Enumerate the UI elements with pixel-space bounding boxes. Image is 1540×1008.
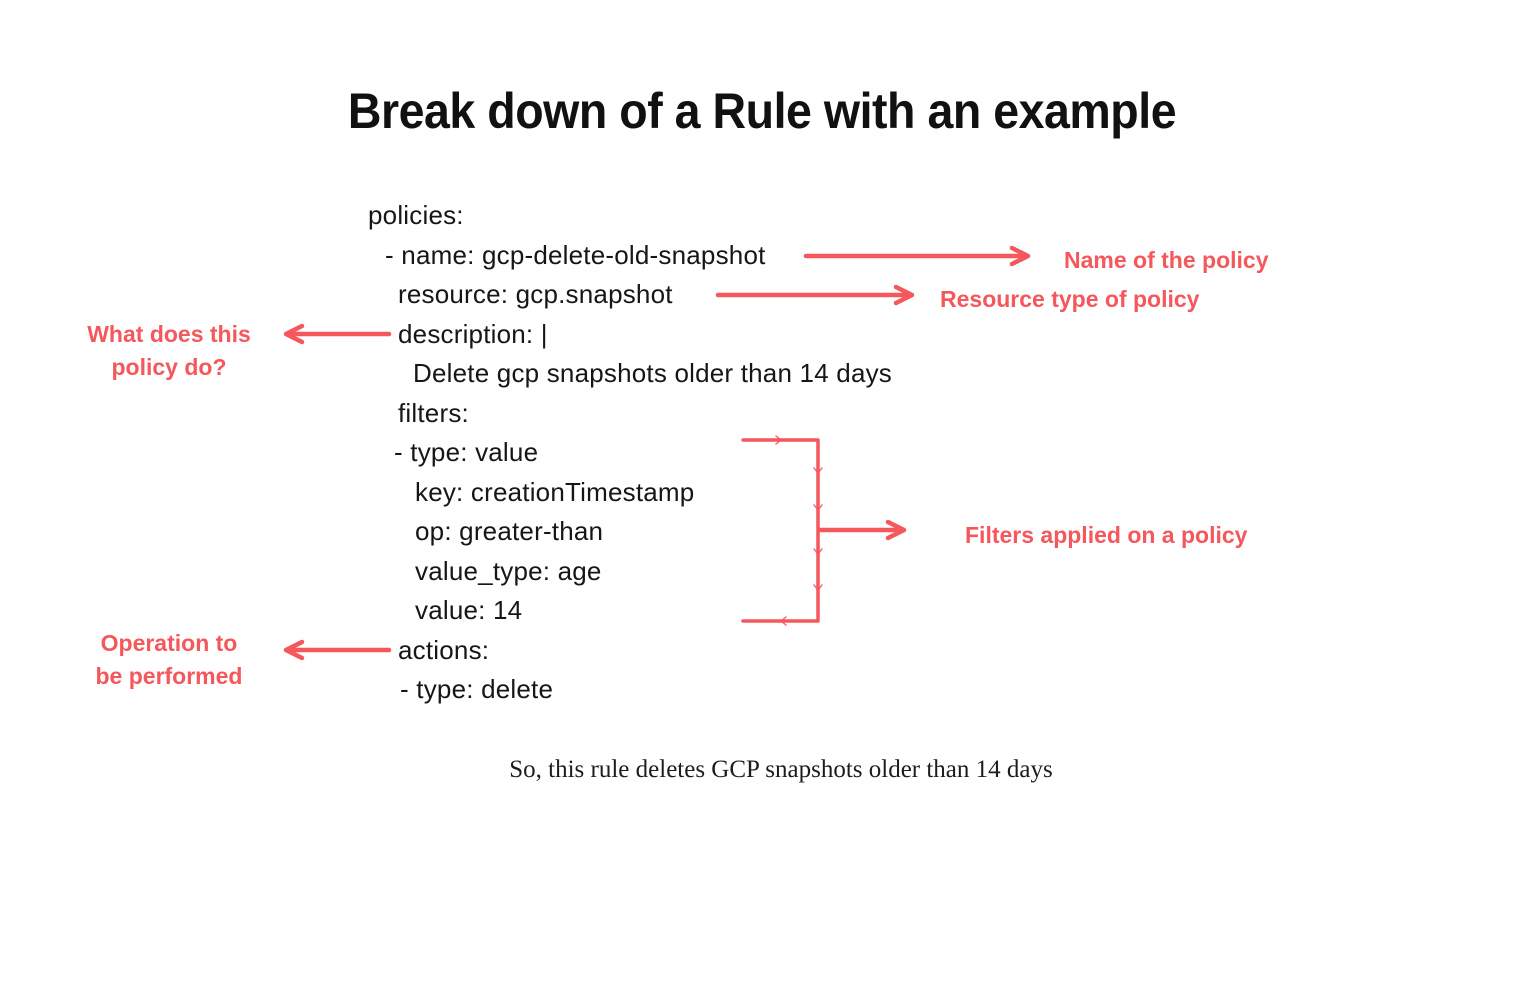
name-policy-label: Name of the policy bbox=[1064, 247, 1269, 273]
yaml-line-policies: policies: bbox=[368, 200, 464, 230]
resource-type-label: Resource type of policy bbox=[940, 286, 1200, 312]
page-title: Break down of a Rule with an example bbox=[347, 83, 1177, 139]
yaml-line-filter-op: op: greater-than bbox=[415, 516, 604, 546]
yaml-line-value: value: 14 bbox=[415, 595, 523, 625]
yaml-line-filter-key: key: creationTimestamp bbox=[415, 476, 695, 507]
summary-text: So, this rule deletes GCP snapshots olde… bbox=[509, 756, 1053, 783]
yaml-line-description: description: | bbox=[398, 318, 548, 349]
yaml-line-desc-text: Delete gcp snapshots older than 14 days bbox=[413, 358, 892, 388]
yaml-line-filters: filters: bbox=[398, 397, 469, 428]
yaml-code-block: policies: - name: gcp-delete-old-snapsho… bbox=[368, 196, 892, 710]
yaml-line-action-type: - type: delete bbox=[400, 674, 554, 704]
description-question-label: What does this policy do? bbox=[87, 321, 251, 380]
operation-performed-label: Operation to be performed bbox=[95, 630, 243, 689]
yaml-line-actions: actions: bbox=[398, 634, 490, 665]
yaml-line-resource: resource: gcp.snapshot bbox=[398, 279, 673, 309]
yaml-line-name: - name: gcp-delete-old-snapshot bbox=[385, 239, 766, 270]
yaml-line-filter-type: - type: value bbox=[394, 437, 539, 467]
filters-applied-label: Filters applied on a policy bbox=[965, 522, 1248, 548]
yaml-line-value-type: value_type: age bbox=[415, 555, 602, 586]
